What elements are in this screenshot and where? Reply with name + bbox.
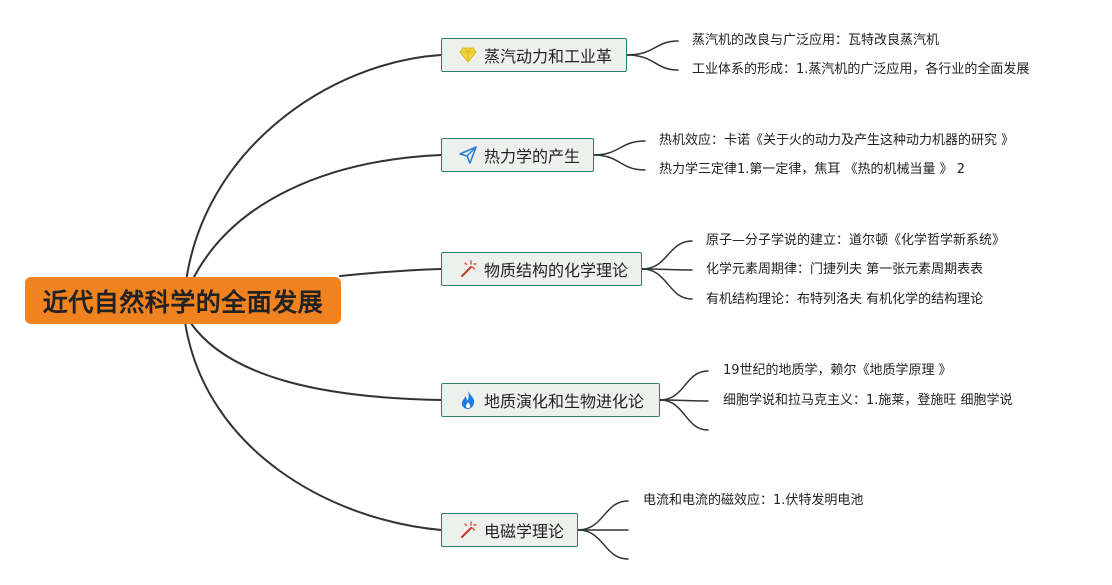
connector-root-branch-1 [184,54,442,291]
connector-b3-leaf-1 [641,240,693,270]
leaf-topic[interactable]: 蒸汽机的改良与广泛应用：瓦特改良蒸汽机 [692,33,940,48]
magic-wand-icon [458,259,478,279]
connector-root-branch-5 [184,321,442,531]
connector-b1-leaf-1 [626,40,679,56]
connector-root-branch-3 [339,268,442,277]
connector-b2-leaf-1 [593,140,646,156]
branch-topic-label: 蒸汽动力和工业革 [484,47,613,66]
connector-b4-leaf-3 [659,399,709,431]
leaf-topic[interactable]: 有机结构理论：布特列洛夫 有机化学的结构理论 [706,292,984,307]
connector-b2-leaf-2 [593,154,646,171]
flame-icon [458,390,478,410]
connector-b4-leaf-1 [659,370,709,401]
root-topic[interactable]: 近代自然科学的全面发展 [25,277,341,324]
leaf-topic[interactable]: 化学元素周期律：门捷列夫 第一张元素周期表表 [706,262,984,277]
connector-b5-leaf-3 [577,529,629,560]
leaf-topic[interactable]: 原子—分子学说的建立：道尔顿《化学哲学新系统》 [706,233,1006,248]
leaf-topic[interactable]: 电流和电流的磁效应：1.伏特发明电池 [643,493,864,508]
branch-topic-3[interactable]: 物质结构的化学理论 [441,252,642,286]
leaf-topic[interactable]: 热力学三定律1.第一定律，焦耳 《热的机械当量 》 2 [659,162,966,177]
branch-topic-label: 热力学的产生 [484,147,581,166]
branch-topic-4[interactable]: 地质演化和生物进化论 [441,383,660,417]
branch-topic-5[interactable]: 电磁学理论 [441,513,578,547]
branch-topic-label: 地质演化和生物进化论 [484,392,645,411]
connector-b1-leaf-2 [626,54,679,71]
connector-b5-leaf-1 [577,500,629,531]
branch-topic-2[interactable]: 热力学的产生 [441,138,594,172]
leaf-topic[interactable]: 热机效应：卡诺《关于火的动力及产生这种动力机器的研究 》 [659,133,1015,148]
connector-root-branch-4 [189,321,442,401]
branch-topic-label: 物质结构的化学理论 [484,261,629,280]
branch-topic-1[interactable]: 蒸汽动力和工业革 [441,38,627,72]
branch-topic-label: 电磁学理论 [484,522,565,541]
magic-wand-icon [458,520,478,540]
connector-root-branch-2 [189,154,442,286]
connector-b3-leaf-3 [641,268,693,300]
root-topic-label: 近代自然科学的全面发展 [42,287,324,317]
leaf-topic[interactable]: 细胞学说和拉马克主义：1.施莱，登施旺 细胞学说 [723,393,1013,408]
leaf-topic[interactable]: 19世纪的地质学，赖尔《地质学原理 》 [723,363,952,378]
diamond-icon [458,45,478,65]
leaf-topic[interactable]: 工业体系的形成：1.蒸汽机的广泛应用，各行业的全面发展 [692,62,1030,77]
paper-plane-icon [458,145,478,165]
